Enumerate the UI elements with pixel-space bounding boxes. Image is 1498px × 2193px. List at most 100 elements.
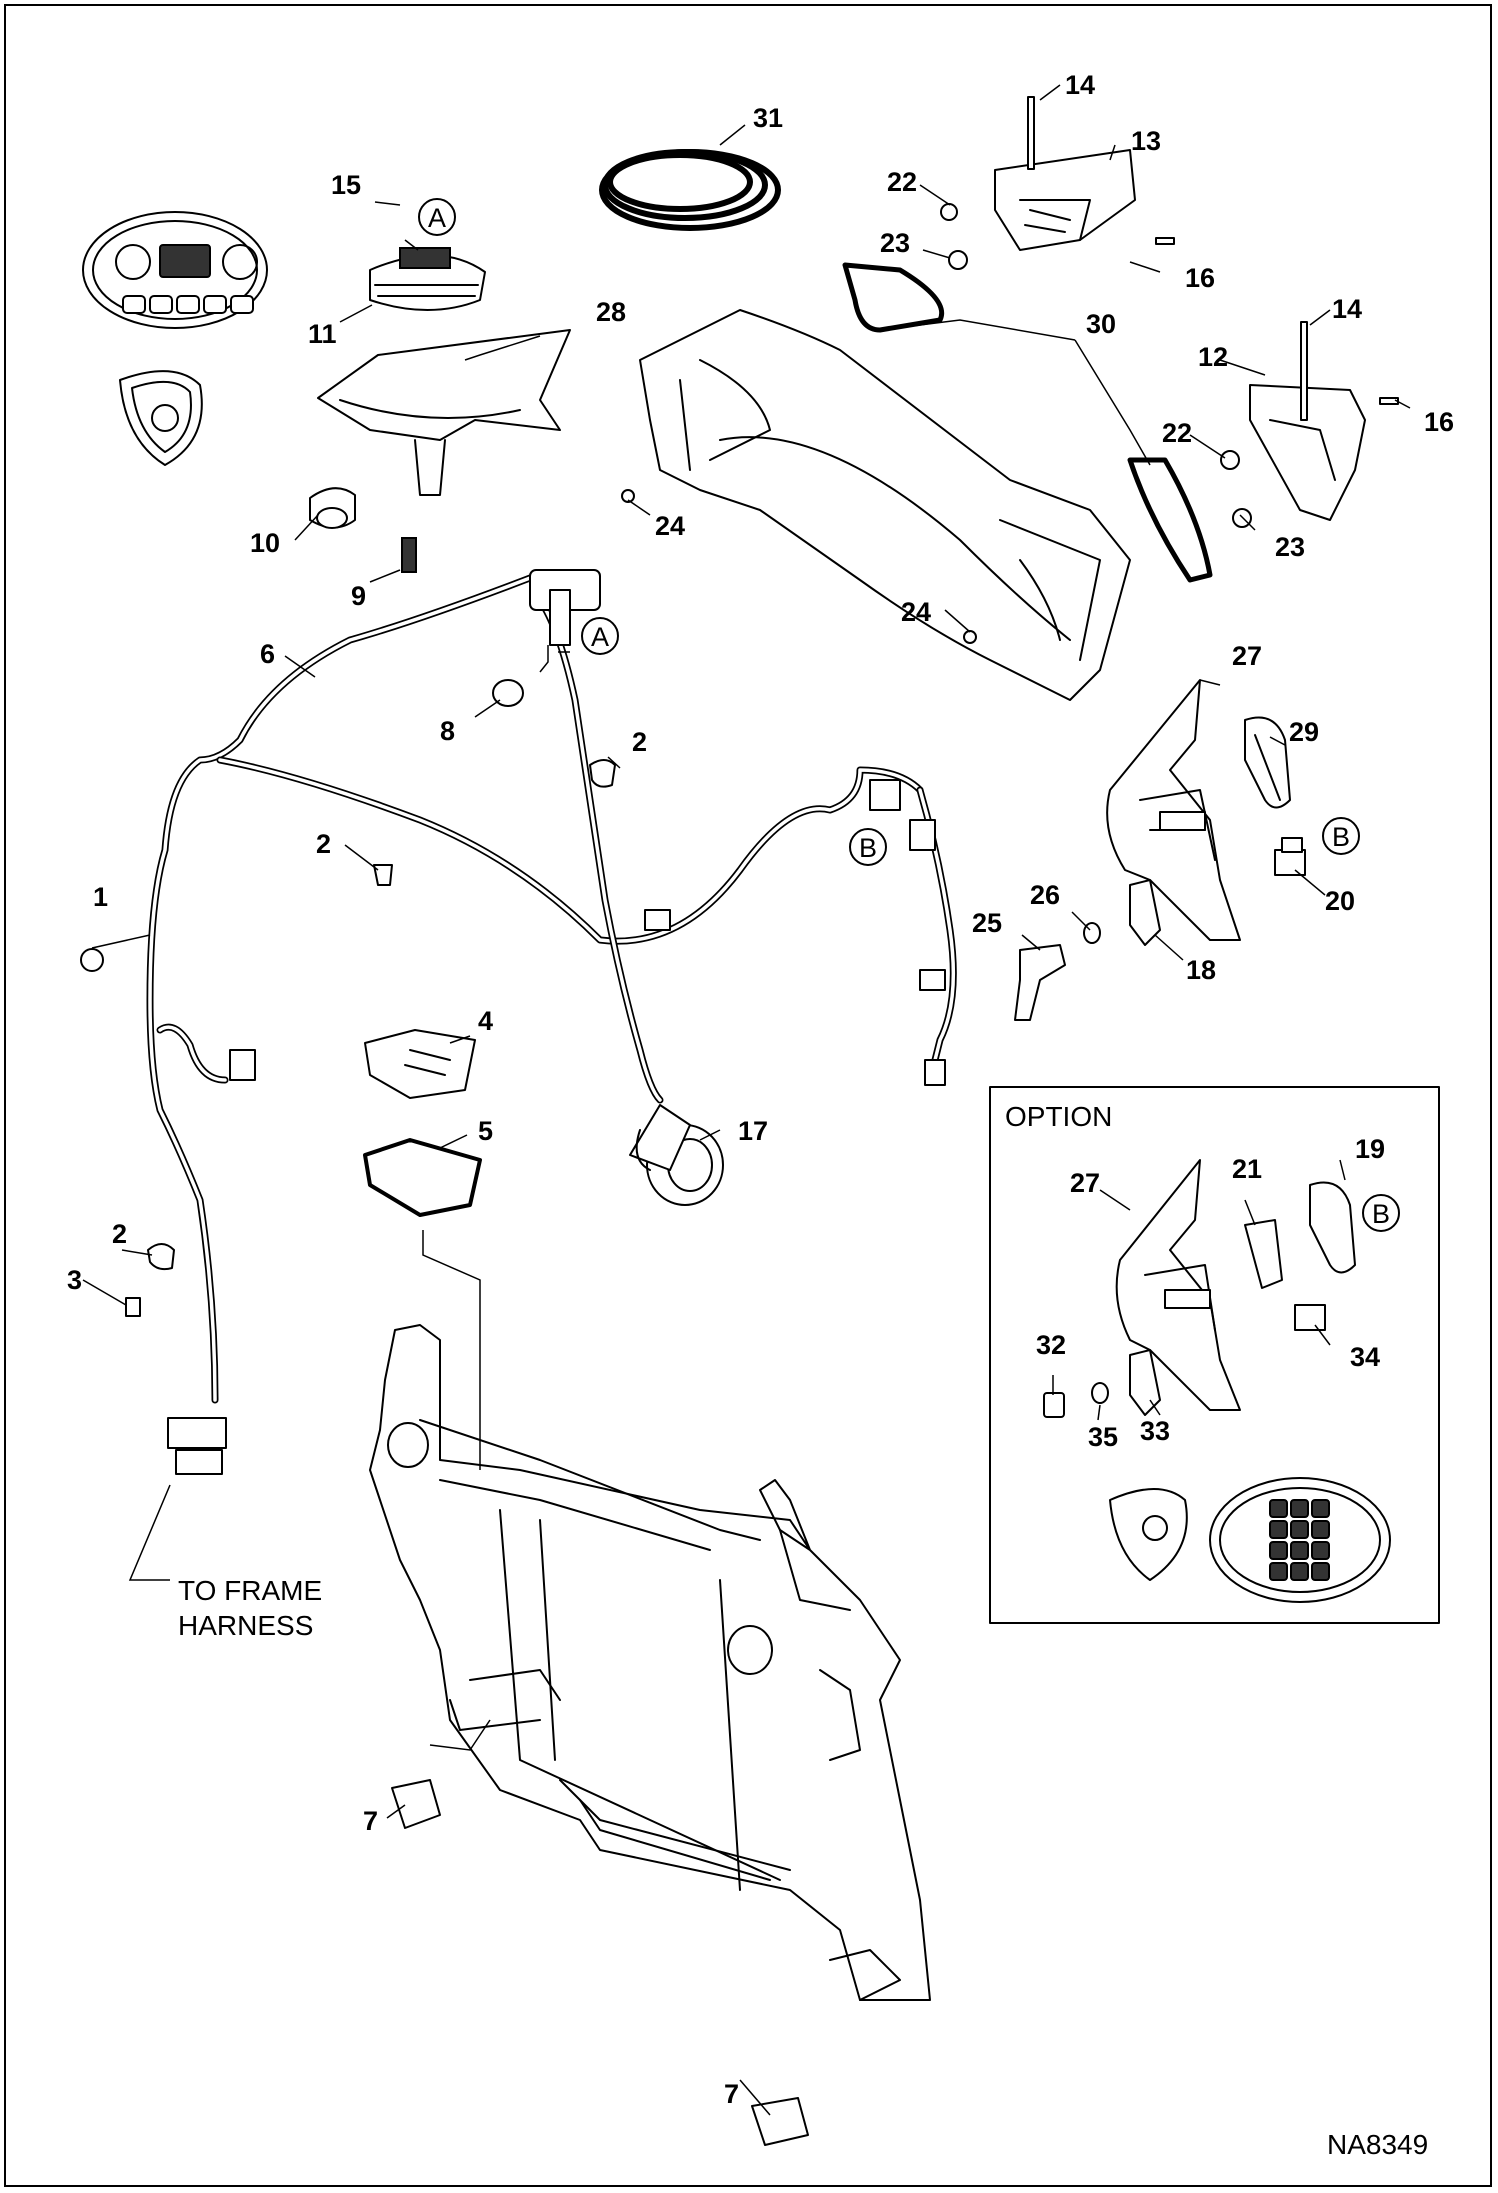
option-switch-panel-27: [1115, 1159, 1241, 1411]
callout-24-right: 24: [901, 597, 931, 627]
seal-coil: [599, 149, 781, 231]
option-key-bezel: [1109, 1488, 1188, 1581]
clip-2-middle: [373, 864, 393, 886]
callout-15: 15: [331, 170, 361, 200]
option-switch-34: [1294, 1304, 1326, 1331]
option-keypad: [1209, 1477, 1391, 1603]
ref-marker-b-panel: B: [1322, 817, 1360, 855]
callout-27-main: 27: [1232, 641, 1262, 671]
option-box: [989, 1086, 1440, 1624]
callout-2-low: 2: [112, 1219, 127, 1249]
callout-17: 17: [738, 1116, 768, 1146]
callout-20: 20: [1325, 886, 1355, 916]
callout-labels: 1 2 2 2 3 4 5 6 7 7 8 9 10 11 12 13 14 1…: [67, 70, 1454, 2109]
horn-17: [629, 1104, 724, 1206]
callout-3: 3: [67, 1265, 82, 1295]
main-wiring-harness: [146, 569, 957, 1475]
option-bracket-33: [1129, 1349, 1161, 1416]
callout-25: 25: [972, 908, 1002, 938]
ref-marker-a-upper: A: [418, 198, 456, 236]
callout-34: 34: [1350, 1342, 1380, 1372]
callout-14-right: 14: [1332, 294, 1362, 324]
callout-10: 10: [250, 528, 280, 558]
gauge-panel: [369, 247, 486, 311]
ref-marker-a-lower: A: [581, 617, 619, 655]
callout-22-top: 22: [887, 167, 917, 197]
callout-13: 13: [1131, 126, 1161, 156]
switch-20: [1274, 837, 1306, 876]
switch-cover-29: [1244, 716, 1291, 809]
loader-frame: [369, 1324, 931, 2001]
frame-harness-note-line1: TO FRAME: [178, 1575, 322, 1606]
screw-3: [125, 1297, 141, 1317]
callout-28: 28: [596, 297, 626, 327]
callout-9: 9: [351, 581, 366, 611]
option-washer-35: [1091, 1382, 1109, 1404]
callout-30: 30: [1086, 309, 1116, 339]
plate-4: [364, 1029, 476, 1099]
callout-16-top: 16: [1185, 263, 1215, 293]
callout-6: 6: [260, 639, 275, 669]
clip-2-upper: [589, 759, 616, 788]
callout-4: 4: [478, 1006, 493, 1036]
gasket-lower: [1127, 457, 1213, 583]
instrument-cluster: [82, 211, 268, 329]
callout-18: 18: [1186, 955, 1216, 985]
ref-a-lower-text: A: [591, 622, 609, 652]
callout-24-left: 24: [655, 511, 685, 541]
callout-8: 8: [440, 716, 455, 746]
ref-marker-b-option: B: [1362, 1194, 1400, 1232]
option-cap-32: [1043, 1392, 1065, 1418]
gasket-5: [363, 1138, 482, 1217]
callout-5: 5: [478, 1116, 493, 1146]
callout-2-top: 2: [632, 727, 647, 757]
callout-22-right: 22: [1162, 418, 1192, 448]
upper-light-housing: [940, 96, 1175, 270]
callout-29: 29: [1289, 717, 1319, 747]
switch-25: [1014, 944, 1066, 1021]
callout-7-left: 7: [363, 1806, 378, 1836]
light-bar-assembly: [621, 309, 1131, 701]
callout-27-option: 27: [1070, 1168, 1100, 1198]
callout-12: 12: [1198, 342, 1228, 372]
callout-14-top: 14: [1065, 70, 1095, 100]
leader-lines: [82, 84, 1411, 2116]
callout-21: 21: [1232, 1154, 1262, 1184]
option-title: OPTION: [1005, 1101, 1112, 1132]
callout-31: 31: [753, 103, 783, 133]
ref-marker-b-harness: B: [849, 828, 887, 866]
switch-panel-27: [1106, 679, 1241, 941]
pad-7-left: [391, 1779, 441, 1829]
clip-2-lower: [147, 1243, 175, 1271]
callout-32: 32: [1036, 1330, 1066, 1360]
ref-a-upper-text: A: [428, 203, 446, 233]
bracket-18: [1129, 879, 1161, 946]
clip-1: [80, 948, 104, 972]
callout-26: 26: [1030, 880, 1060, 910]
callout-1: 1: [93, 882, 108, 912]
grommet-8: [492, 679, 524, 707]
knob: [309, 487, 356, 529]
callout-2-mid: 2: [316, 829, 331, 859]
ref-b-panel-text: B: [1332, 822, 1350, 852]
callout-35: 35: [1088, 1422, 1118, 1452]
connector-9: [401, 537, 417, 573]
frame-harness-note-line2: HARNESS: [178, 1610, 313, 1641]
callout-23-right: 23: [1275, 532, 1305, 562]
callout-11: 11: [308, 319, 337, 349]
dash-housing: [317, 329, 571, 573]
option-bracket-21: [1244, 1219, 1283, 1289]
pad-7-right: [751, 2097, 809, 2146]
callout-16-right: 16: [1424, 407, 1454, 437]
callout-19: 19: [1355, 1134, 1385, 1164]
callout-7-right: 7: [724, 2079, 739, 2109]
right-light-housing: [1220, 321, 1399, 528]
gasket-upper: [842, 262, 944, 333]
ref-b-harness-text: B: [859, 833, 877, 863]
callout-23-top: 23: [880, 228, 910, 258]
key-switch-bezel: [119, 370, 203, 466]
option-cover-19: [1309, 1181, 1356, 1274]
ref-b-option-text: B: [1372, 1199, 1390, 1229]
drawing-number: NA8349: [1327, 2129, 1428, 2160]
